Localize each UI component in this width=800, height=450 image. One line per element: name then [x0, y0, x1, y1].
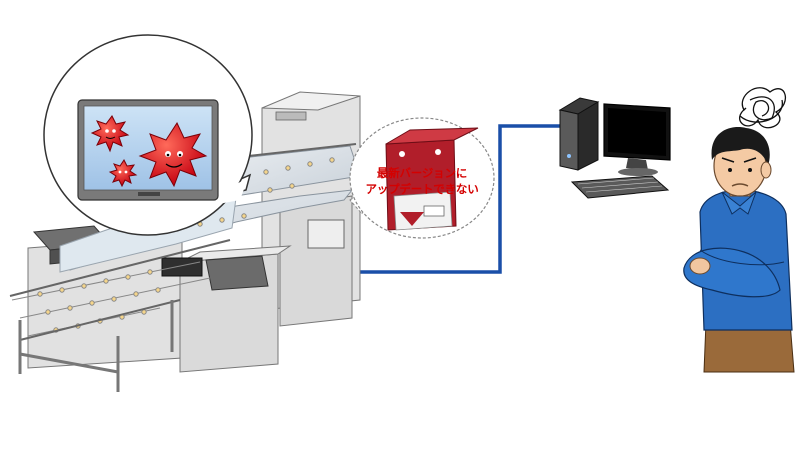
software-package-icon: [385, 127, 479, 231]
malware-virus-icon: [90, 115, 130, 153]
production-machine: [9, 91, 361, 392]
malware-virus-icon: [108, 159, 138, 188]
machine-control-panel: [307, 219, 345, 249]
confused-operator: [683, 87, 795, 373]
malware-virus-icon: [138, 121, 208, 188]
update-failure-line2: アップデートできない: [365, 182, 479, 196]
infected-monitor-icon: [77, 99, 219, 201]
update-failure-callout: [349, 117, 495, 239]
network-cable: [350, 124, 565, 274]
update-failure-label: 最新バージョンに アップデートできない: [352, 165, 492, 197]
confused-scribble-icon: [739, 87, 786, 129]
update-failure-line1: 最新バージョンに: [376, 166, 468, 180]
desktop-computer-icon: [558, 97, 671, 199]
thought-bubble: [43, 34, 253, 236]
